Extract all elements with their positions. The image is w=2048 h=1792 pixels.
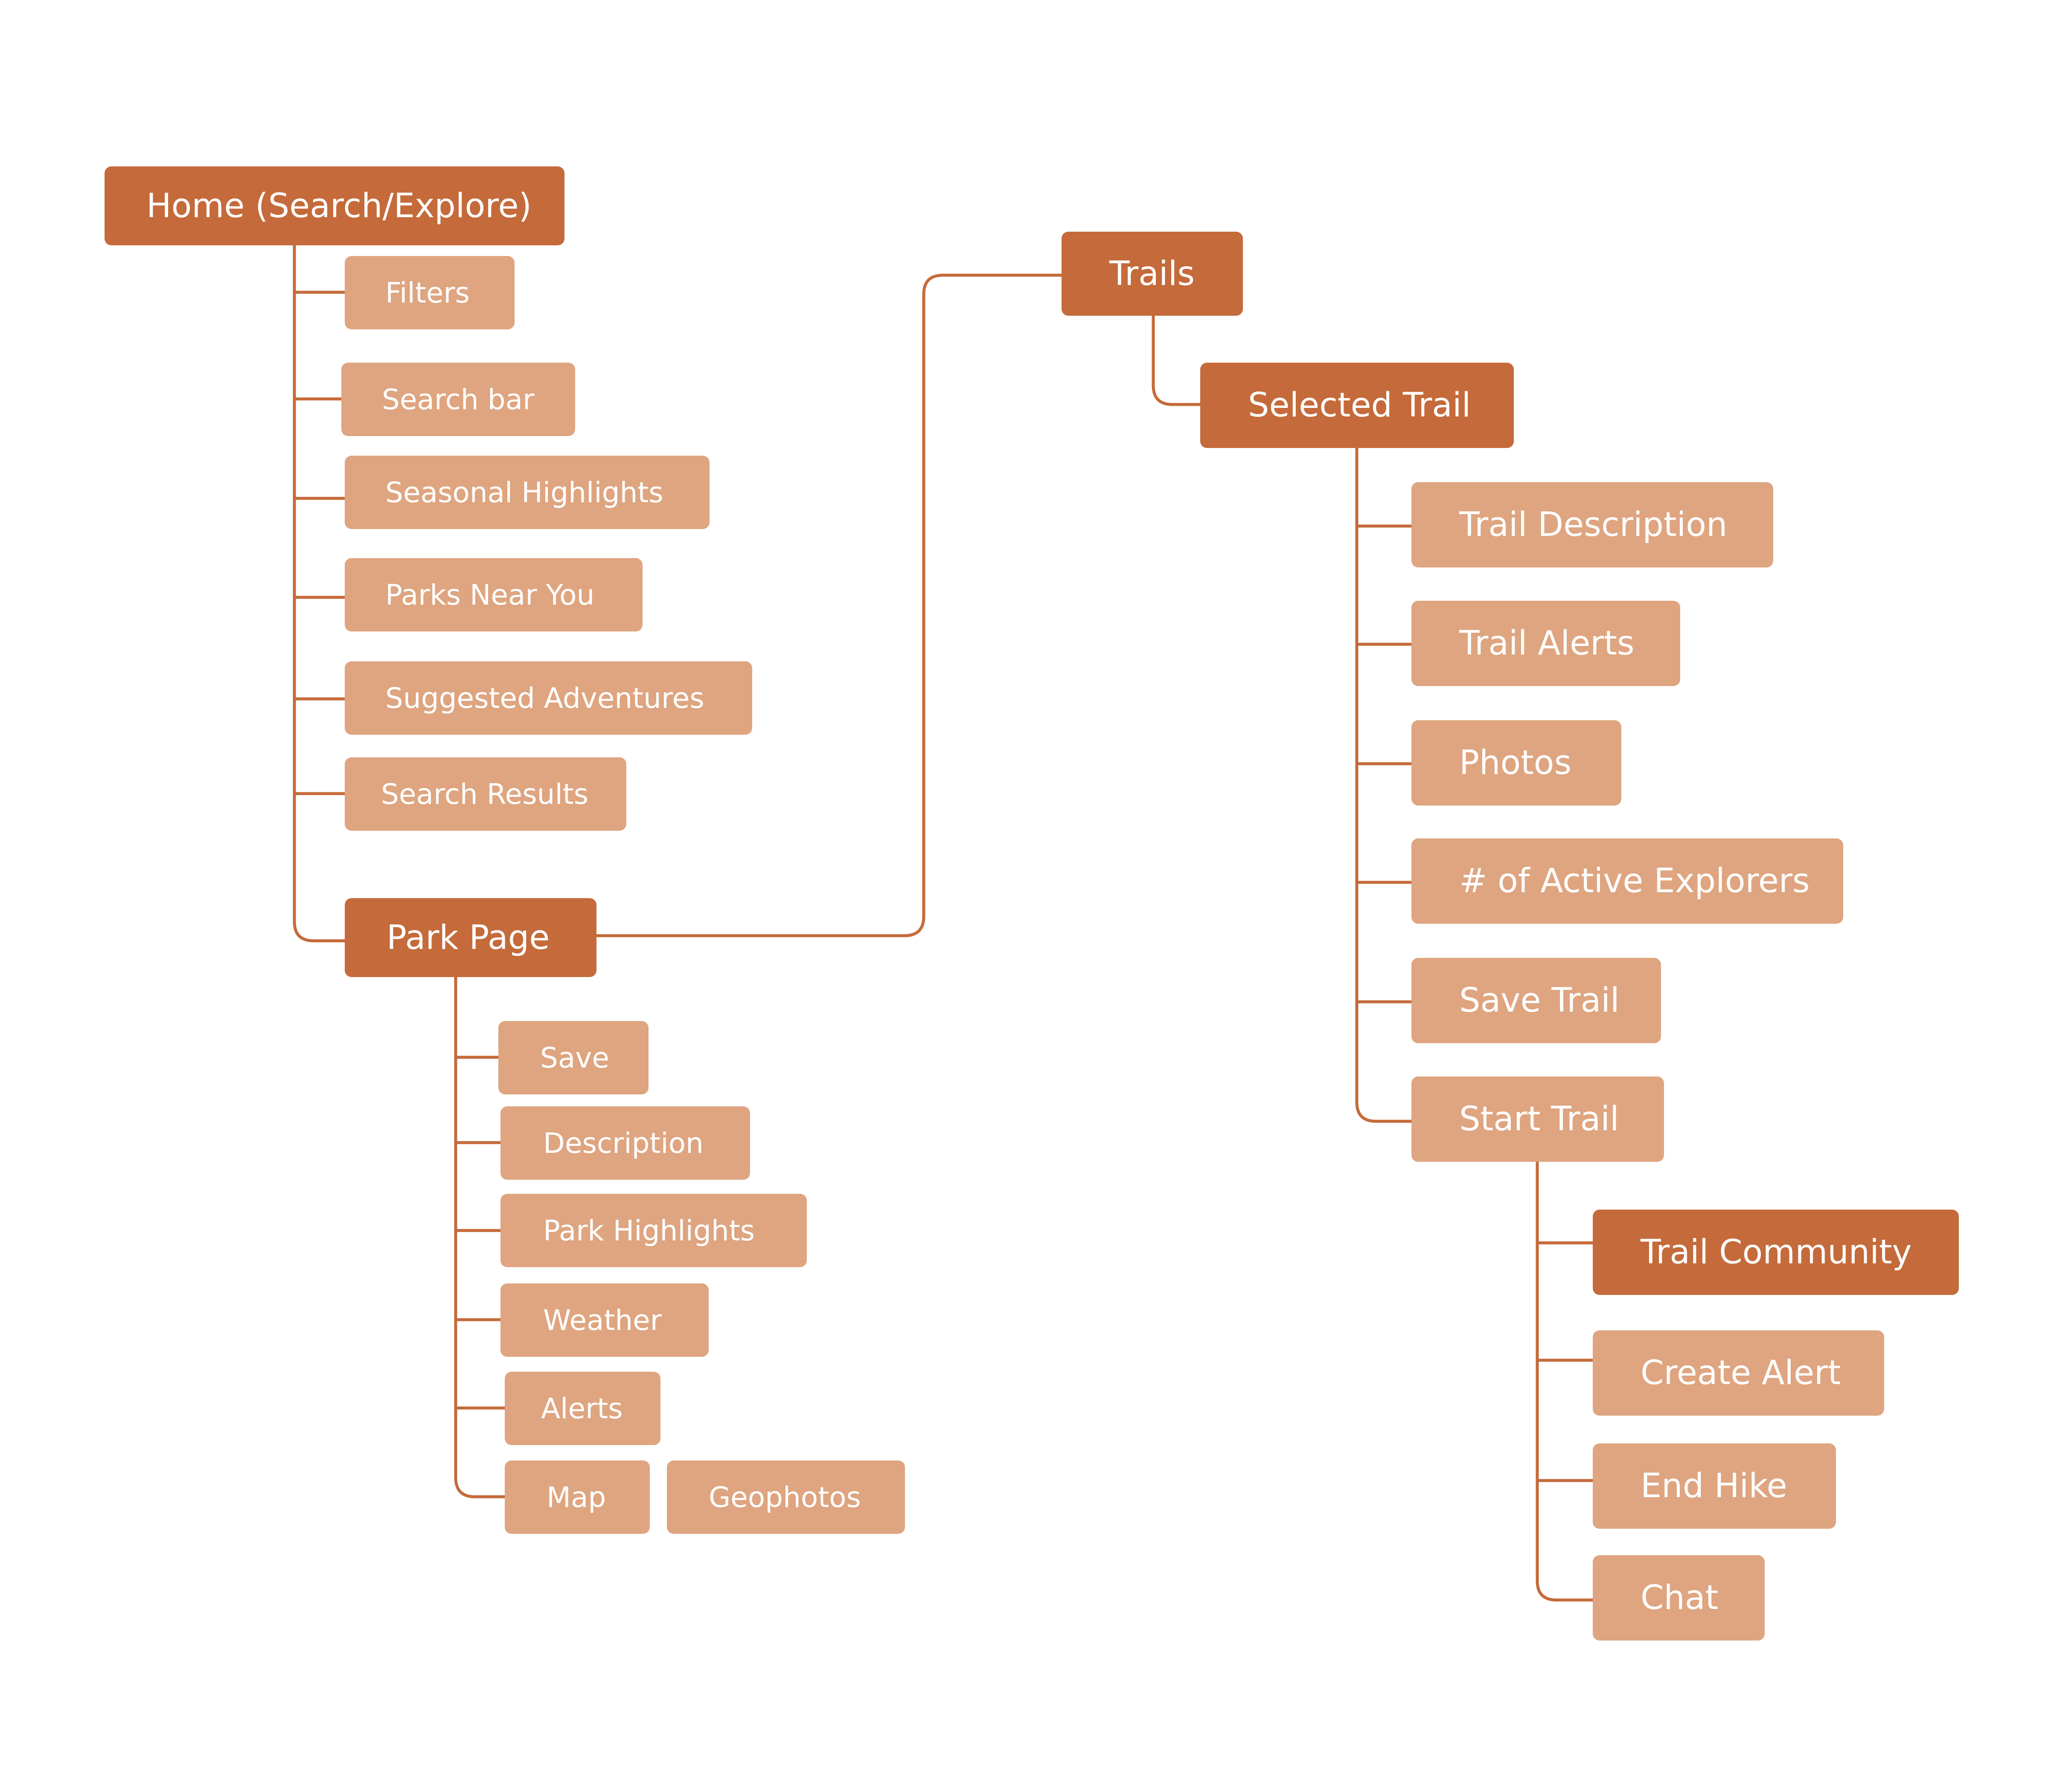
node-park-page-label: Park Page xyxy=(387,918,550,957)
node-trail-alerts-label: Trail Alerts xyxy=(1459,624,1635,663)
node-photos: Photos xyxy=(1411,720,1621,806)
node-end-hike: End Hike xyxy=(1593,1443,1836,1529)
node-filters: Filters xyxy=(345,256,515,329)
node-save-label: Save xyxy=(540,1041,610,1074)
connector-park-trunk xyxy=(454,977,505,1498)
node-park-page: Park Page xyxy=(345,898,596,977)
node-geophotos: Geophotos xyxy=(667,1460,905,1534)
node-trail-alerts: Trail Alerts xyxy=(1411,601,1680,686)
node-search-bar-label: Search bar xyxy=(382,383,535,416)
node-description: Description xyxy=(500,1106,750,1180)
node-home-label: Home (Search/Explore) xyxy=(146,186,532,225)
node-trail-description-label: Trail Description xyxy=(1459,506,1728,544)
node-search-bar: Search bar xyxy=(341,363,575,436)
node-parks-near-you-label: Parks Near You xyxy=(385,578,595,611)
node-map: Map xyxy=(505,1460,650,1534)
node-save-trail-label: Save Trail xyxy=(1459,981,1620,1020)
connector-park-to-trails xyxy=(595,273,1062,937)
node-suggested-adventures-label: Suggested Adventures xyxy=(385,681,704,715)
node-alerts-label: Alerts xyxy=(541,1392,623,1425)
node-search-results: Search Results xyxy=(345,757,626,831)
node-search-results-label: Search Results xyxy=(381,777,589,811)
connector-home-trunk xyxy=(293,243,345,943)
node-seasonal-highlights: Seasonal Highlights xyxy=(345,456,710,529)
node-start-trail: Start Trail xyxy=(1411,1076,1664,1162)
node-trails-label: Trails xyxy=(1109,254,1195,293)
connector-start-trail-trunk xyxy=(1536,1161,1593,1602)
node-start-trail-label: Start Trail xyxy=(1459,1100,1619,1138)
node-seasonal-highlights-label: Seasonal Highlights xyxy=(385,476,663,509)
connector-selected-trunk xyxy=(1355,448,1411,1123)
connector-trails-to-selected xyxy=(1152,315,1200,406)
node-photos-label: Photos xyxy=(1459,744,1572,782)
node-geophotos-label: Geophotos xyxy=(709,1481,861,1514)
node-trail-description: Trail Description xyxy=(1411,482,1773,567)
node-weather: Weather xyxy=(500,1283,709,1357)
node-park-highlights: Park Highlights xyxy=(500,1194,807,1267)
node-save-trail: Save Trail xyxy=(1411,958,1661,1043)
node-end-hike-label: End Hike xyxy=(1641,1467,1787,1505)
node-trail-community-label: Trail Community xyxy=(1641,1233,1912,1271)
node-save: Save xyxy=(498,1021,649,1094)
node-weather-label: Weather xyxy=(543,1303,662,1337)
node-alerts: Alerts xyxy=(505,1372,660,1445)
node-filters-label: Filters xyxy=(385,276,470,309)
node-suggested-adventures: Suggested Adventures xyxy=(345,661,752,735)
node-trail-community: Trail Community xyxy=(1593,1210,1959,1295)
node-create-alert-label: Create Alert xyxy=(1641,1354,1841,1392)
node-parks-near-you: Parks Near You xyxy=(345,558,643,631)
node-create-alert: Create Alert xyxy=(1593,1330,1884,1416)
node-active-explorers-label: # of Active Explorers xyxy=(1459,862,1810,900)
node-selected-trail-label: Selected Trail xyxy=(1248,386,1471,425)
node-chat-label: Chat xyxy=(1641,1579,1719,1617)
node-active-explorers: # of Active Explorers xyxy=(1411,838,1843,924)
node-map-label: Map xyxy=(547,1481,606,1514)
node-selected-trail: Selected Trail xyxy=(1200,363,1514,448)
node-description-label: Description xyxy=(543,1126,704,1160)
node-trails: Trails xyxy=(1062,232,1243,316)
node-chat: Chat xyxy=(1593,1555,1765,1641)
node-home: Home (Search/Explore) xyxy=(105,166,564,245)
node-park-highlights-label: Park Highlights xyxy=(543,1214,755,1247)
